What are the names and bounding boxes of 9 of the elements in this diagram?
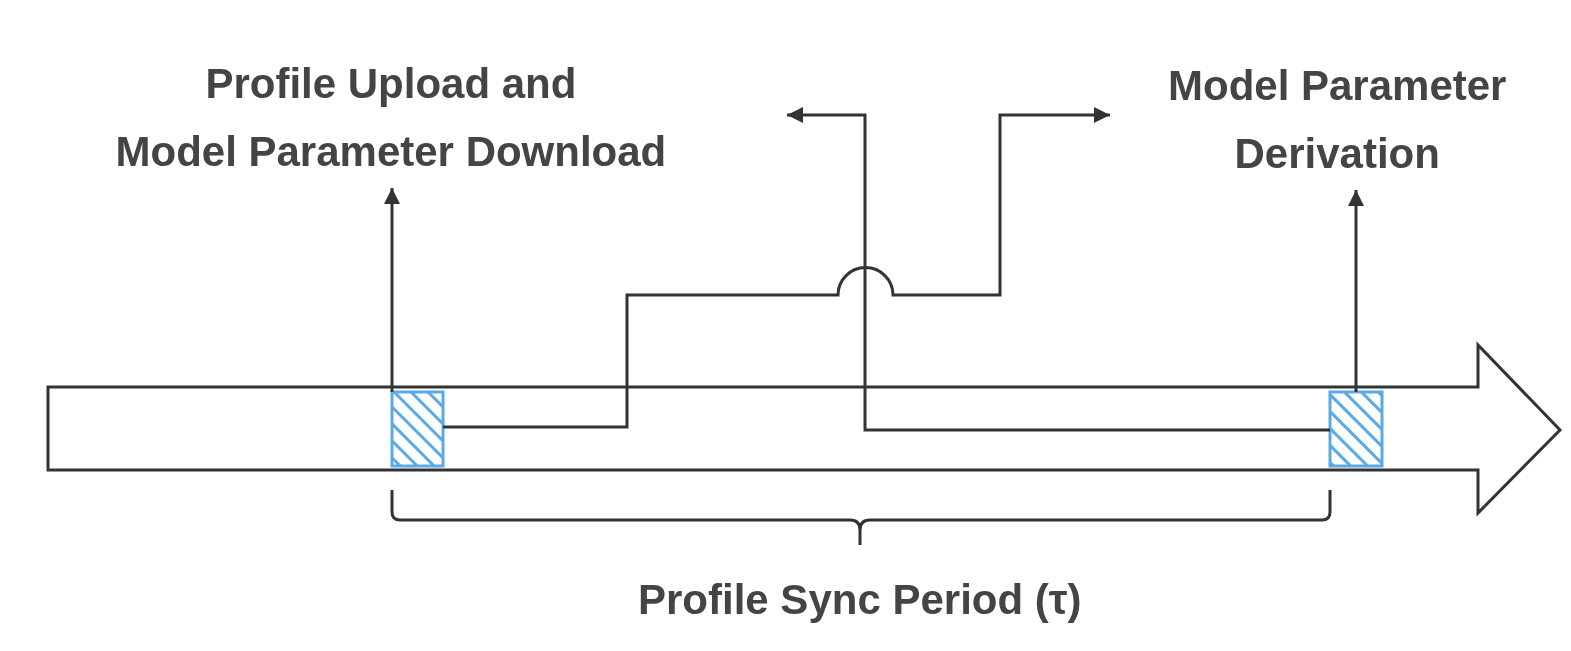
step-label: Model Parameter Derivation — [1168, 52, 1507, 188]
arrow — [384, 188, 400, 392]
step-label: Profile Upload and Model Parameter Download — [115, 50, 667, 186]
arrow — [443, 107, 1110, 429]
arrow — [1348, 190, 1364, 392]
hatched-block — [390, 390, 445, 468]
hatched-block — [1328, 390, 1384, 468]
arrow — [787, 107, 1330, 432]
period-label: Profile Sync Period (τ) — [638, 575, 1082, 625]
